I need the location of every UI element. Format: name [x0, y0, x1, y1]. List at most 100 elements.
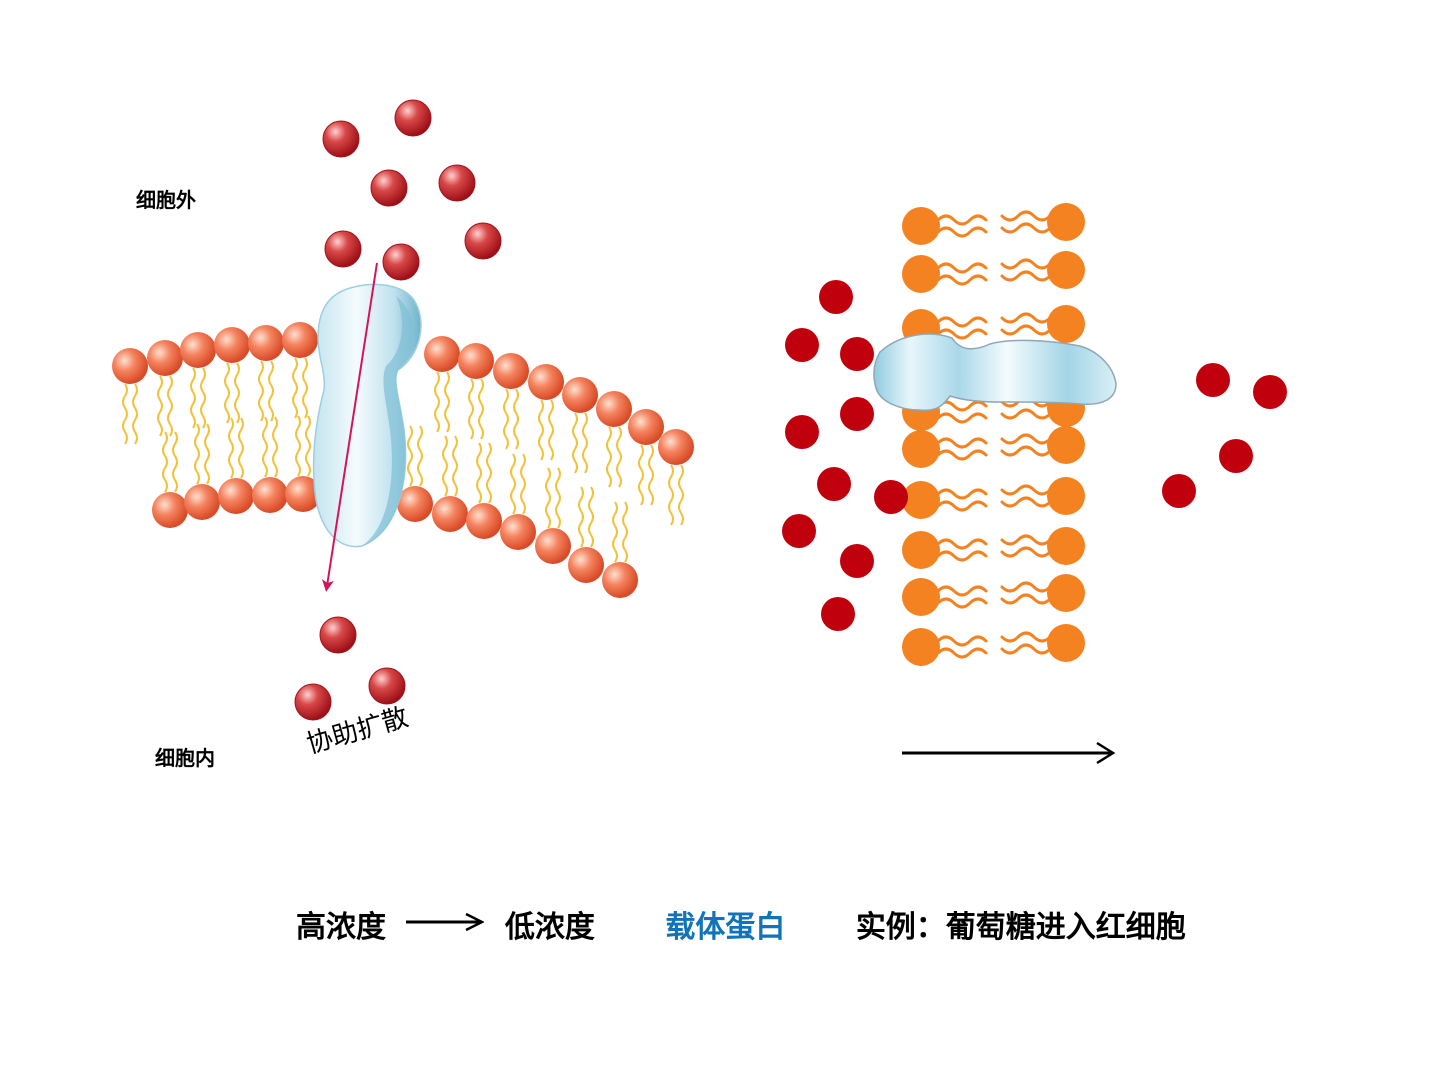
lipid-tail	[434, 371, 440, 433]
lipid-tail	[302, 357, 308, 419]
lipid-head	[902, 481, 940, 519]
lipid-tail	[190, 367, 196, 429]
lipid-tail	[234, 362, 240, 424]
left-phospholipid-bilayer	[112, 322, 694, 598]
lipid-head	[596, 391, 632, 427]
glucose-molecule	[782, 514, 816, 548]
lipid-tail	[272, 416, 278, 478]
right-carrier-protein	[873, 333, 1117, 412]
lipid-head	[1047, 477, 1085, 515]
glucose-molecule	[319, 616, 357, 654]
lipid-tail	[200, 367, 206, 429]
lipid-tail	[468, 378, 474, 440]
lipid-tail	[1000, 258, 1052, 270]
right-glucose-molecules	[782, 280, 1287, 631]
lipid-tail	[1000, 546, 1052, 558]
glucose-molecule	[840, 397, 874, 431]
lipid-tail	[936, 214, 988, 226]
lipid-head	[424, 336, 460, 372]
lipid-tail	[132, 383, 138, 445]
lipid-head	[902, 531, 940, 569]
lipid-tail	[936, 400, 988, 412]
lipid-head	[218, 478, 254, 514]
lipid-tail	[538, 399, 544, 461]
lipid-tail	[578, 486, 584, 548]
glucose-molecule	[1253, 375, 1287, 409]
concentration-arrow-icon	[396, 907, 494, 942]
lipid-head	[493, 353, 529, 389]
lipid-head	[1047, 574, 1085, 612]
glucose-molecule	[1162, 474, 1196, 508]
lipid-tail	[1000, 270, 1052, 282]
lipid-tail	[1000, 210, 1052, 222]
lipid-head	[184, 484, 220, 520]
lipid-tail	[194, 423, 200, 485]
lipid-head	[252, 477, 288, 513]
lipid-tail	[122, 383, 128, 445]
lipid-tail	[172, 431, 178, 493]
extracellular-label: 细胞外	[136, 188, 196, 212]
lipid-head	[902, 430, 940, 468]
lipid-tail	[678, 464, 684, 526]
lipid-tail	[157, 375, 163, 437]
lipid-tail	[606, 426, 612, 488]
glucose-molecule	[819, 280, 853, 314]
lipid-tail	[936, 262, 988, 274]
lipid-tails	[936, 210, 1052, 659]
caption-row: 高浓度 低浓度 载体蛋白 实例：葡萄糖进入红细胞	[296, 902, 1186, 946]
glucose-molecule	[394, 99, 432, 137]
glucose-molecule	[1219, 439, 1253, 473]
lipid-tail	[442, 435, 448, 497]
lipid-head	[658, 429, 694, 465]
lipid-tail	[555, 467, 561, 529]
lipid-heads-bottom	[152, 476, 638, 598]
lipid-head	[1047, 203, 1085, 241]
glucose-molecule	[840, 337, 874, 371]
lipid-head	[1047, 624, 1085, 662]
left-carrier-protein	[312, 283, 422, 548]
lipid-tails	[122, 357, 684, 563]
lipid-tail	[510, 453, 516, 515]
lipid-tail	[1000, 408, 1052, 420]
lipid-head	[902, 578, 940, 616]
glucose-molecule	[382, 243, 420, 281]
transport-direction-arrow	[902, 741, 1116, 765]
glucose-molecule	[464, 222, 502, 260]
lipid-tail	[292, 357, 298, 419]
lipid-tail	[588, 486, 594, 548]
lipid-tail	[936, 488, 988, 500]
glucose-molecule	[324, 230, 362, 268]
lipid-head	[1047, 527, 1085, 565]
lipid-tail	[548, 399, 554, 461]
diffusion-direction-arrow	[321, 262, 378, 592]
lipid-tail	[162, 431, 168, 493]
lipid-tail	[486, 442, 492, 504]
lipid-tail	[612, 501, 618, 563]
lipid-tail	[1000, 222, 1052, 234]
lipid-tail	[572, 412, 578, 474]
lipid-head	[112, 348, 148, 384]
lipid-tail	[1000, 631, 1052, 643]
glucose-molecule	[438, 164, 476, 202]
glucose-molecule	[874, 480, 908, 514]
lipid-head	[147, 340, 183, 376]
lipid-tail	[936, 597, 988, 609]
lipid-tail	[1000, 312, 1052, 324]
carrier-protein-text: 载体蛋白	[665, 910, 786, 945]
lipid-tail	[648, 444, 654, 506]
lipid-tail	[936, 274, 988, 286]
right-phospholipid-bilayer	[902, 203, 1085, 666]
lipid-head	[152, 492, 188, 528]
lipid-head	[214, 327, 250, 363]
lipid-head	[568, 547, 604, 583]
lipid-head	[397, 486, 433, 522]
lipid-tail	[582, 412, 588, 474]
lipid-head	[902, 207, 940, 245]
lipid-head	[282, 322, 318, 358]
lipid-tail	[936, 585, 988, 597]
lipid-tail	[417, 425, 423, 487]
low-concentration-text: 低浓度	[504, 910, 595, 945]
lipid-head	[285, 476, 321, 512]
lipid-tail	[1000, 643, 1052, 655]
lipid-tail	[622, 501, 628, 563]
